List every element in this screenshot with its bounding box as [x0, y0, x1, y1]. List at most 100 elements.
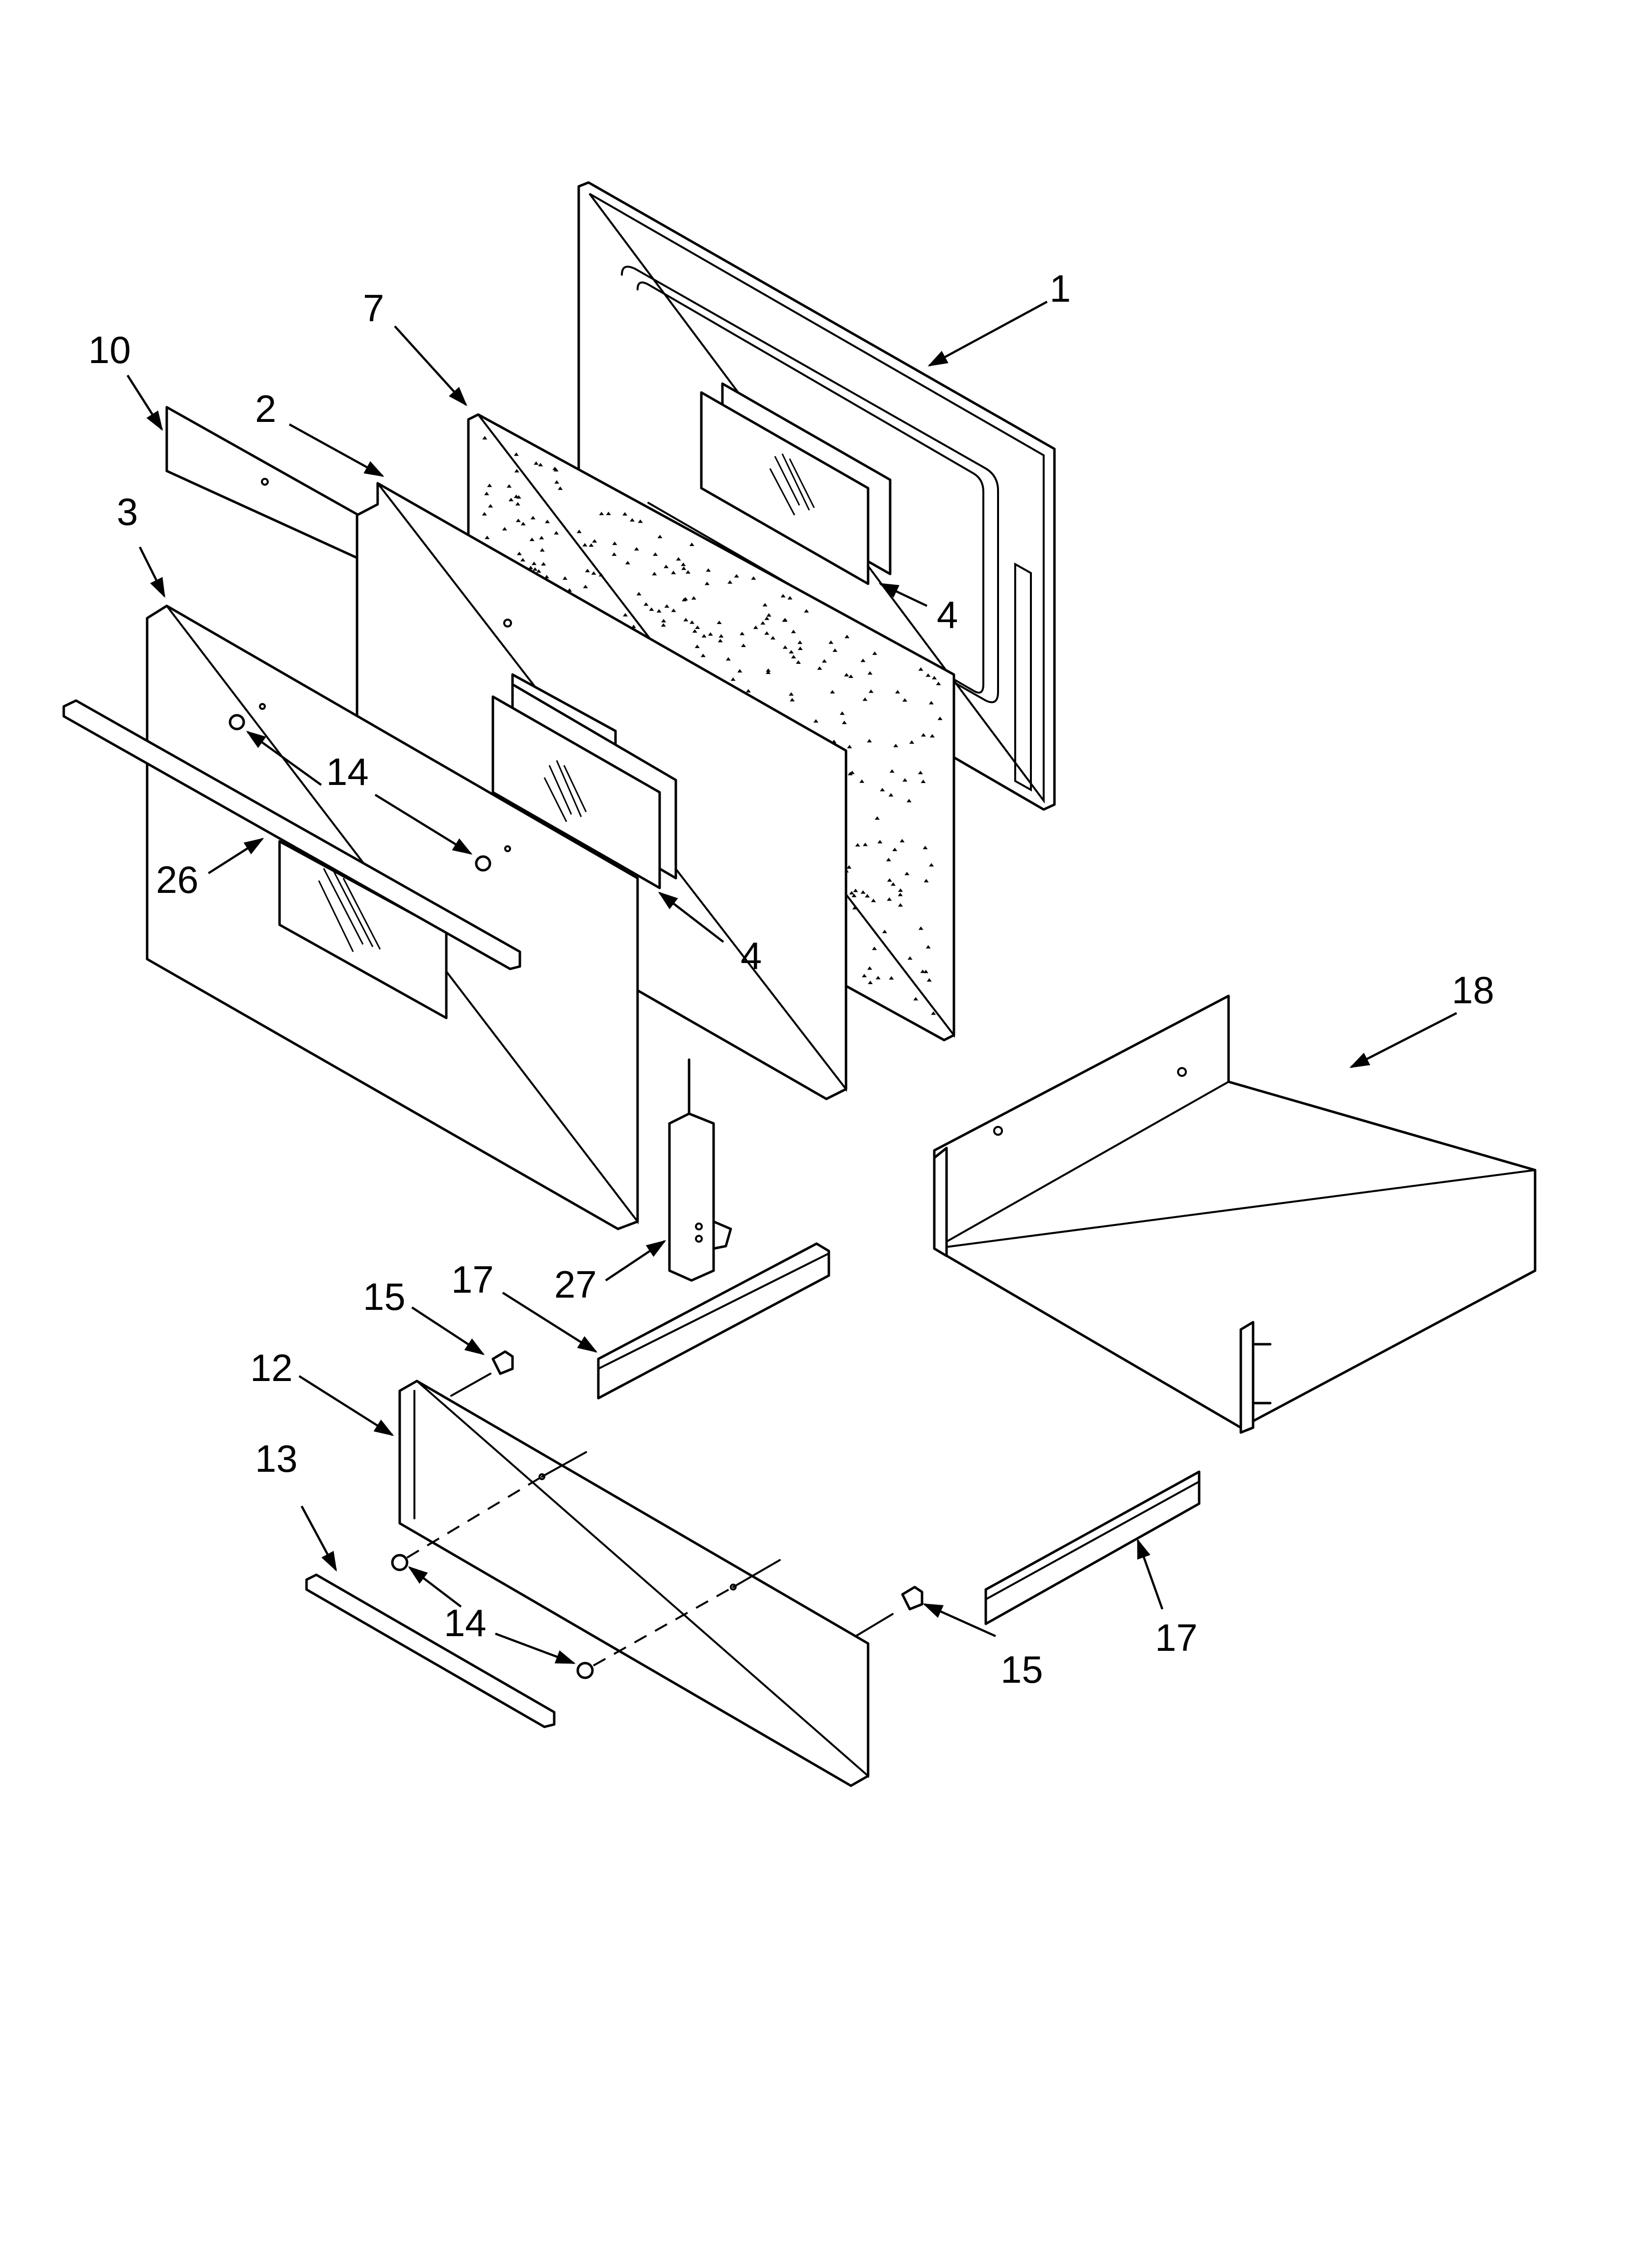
- callout-27: 27: [554, 1263, 597, 1306]
- insulation-speckle: [513, 452, 519, 456]
- insulation-speckle: [529, 537, 535, 541]
- insulation-speckle: [862, 697, 868, 701]
- callout-labels: 1 7 10 2 3 4 14 26 4 18 17 27 15 12 13 1…: [88, 267, 1494, 1691]
- insulation-speckle: [706, 568, 711, 572]
- drawer-front-mounting-screws: [491, 1350, 924, 1611]
- insulation-speckle: [585, 569, 590, 573]
- insulation-speckle: [925, 945, 931, 949]
- insulation-speckle: [582, 543, 588, 547]
- insulation-speckle: [513, 495, 519, 498]
- window-glass-lower: [491, 683, 677, 889]
- insulation-speckle: [520, 521, 526, 525]
- insulation-speckle: [488, 504, 493, 508]
- insulation-speckle: [762, 603, 768, 607]
- insulation-speckle: [860, 890, 866, 894]
- insulation-speckle: [906, 799, 912, 803]
- insulation-speckle: [656, 609, 662, 613]
- insulation-speckle: [725, 657, 731, 661]
- insulation-speckle: [545, 520, 550, 523]
- drawer-handle-screws: [391, 1554, 594, 1679]
- insulation-speckle: [918, 926, 924, 930]
- insulation-speckle: [898, 903, 903, 907]
- insulation-speckle: [676, 557, 681, 561]
- insulation-speckle: [515, 502, 520, 506]
- callout-4-lower: 4: [741, 934, 762, 977]
- insulation-speckle: [718, 639, 723, 643]
- insulation-speckle: [791, 655, 796, 659]
- insulation-speckle: [704, 581, 710, 585]
- insulation-speckle: [889, 769, 895, 773]
- insulation-speckle: [862, 974, 867, 978]
- door-hinge: [668, 1058, 732, 1282]
- insulation-speckle: [717, 620, 722, 624]
- insulation-speckle: [532, 567, 538, 571]
- insulation-speckle: [745, 689, 751, 693]
- insulation-speckle: [554, 531, 559, 535]
- insulation-speckle: [926, 978, 932, 982]
- insulation-speckle: [516, 551, 522, 555]
- callout-10: 10: [88, 328, 131, 371]
- insulation-speckle: [528, 566, 534, 570]
- callout-1: 1: [1050, 267, 1071, 310]
- insulation-speckle: [536, 569, 541, 573]
- insulation-speckle: [872, 946, 877, 950]
- drawer-body: [933, 994, 1537, 1434]
- insulation-speckle: [782, 618, 788, 622]
- insulation-speckle: [636, 592, 641, 596]
- insulation-speckle: [852, 906, 857, 910]
- insulation-speckle: [871, 898, 876, 902]
- insulation-speckle: [530, 516, 536, 520]
- insulation-speckle: [701, 634, 707, 638]
- insulation-speckle: [681, 562, 686, 566]
- insulation-speckle: [899, 839, 905, 843]
- insulation-speckle: [634, 547, 639, 551]
- insulation-speckle: [482, 436, 487, 440]
- insulation-speckle: [691, 596, 696, 600]
- insulation-speckle: [880, 787, 885, 791]
- insulation-speckle: [671, 571, 676, 574]
- insulation-speckle: [766, 668, 771, 672]
- insulation-speckle: [928, 701, 934, 704]
- insulation-speckle: [598, 573, 604, 577]
- insulation-speckle: [932, 676, 937, 679]
- callout-leaders: [127, 301, 1458, 1665]
- insulation-speckle: [612, 552, 617, 556]
- insulation-speckle: [936, 681, 941, 685]
- callout-13: 13: [255, 1437, 298, 1480]
- insulation-speckle: [502, 527, 507, 531]
- insulation-speckle: [821, 659, 827, 663]
- insulation-speckle: [734, 574, 739, 578]
- insulation-speckle: [681, 566, 687, 570]
- insulation-speckle: [886, 858, 891, 861]
- insulation-speckle: [487, 483, 492, 487]
- insulation-speckle: [482, 512, 487, 516]
- callout-15-right: 15: [1001, 1648, 1043, 1691]
- outer-door-panel: [146, 604, 639, 1230]
- insulation-speckle: [727, 580, 733, 584]
- insulation-speckle: [737, 669, 743, 673]
- callout-26: 26: [156, 858, 199, 901]
- insulation-speckle: [849, 891, 854, 895]
- insulation-speckle: [484, 492, 489, 495]
- insulation-speckle: [485, 535, 490, 539]
- insulation-speckle: [847, 745, 852, 749]
- insulation-speckle: [539, 536, 544, 540]
- callout-17-lower: 17: [1155, 1616, 1198, 1659]
- insulation-speckle: [541, 562, 546, 566]
- insulation-speckle: [868, 980, 873, 984]
- insulation-speckle: [872, 651, 877, 655]
- insulation-speckle: [563, 576, 568, 580]
- insulation-speckle: [787, 596, 793, 600]
- insulation-speckle: [937, 716, 943, 720]
- insulation-speckle: [664, 604, 669, 608]
- insulation-speckle: [690, 620, 695, 624]
- insulation-speckle: [882, 930, 887, 934]
- insulation-speckle: [708, 632, 713, 636]
- insulation-speckle: [929, 863, 934, 867]
- insulation-speckle: [782, 645, 788, 649]
- insulation-speckle: [657, 535, 663, 539]
- insulation-speckle: [859, 779, 865, 783]
- insulation-speckle: [534, 461, 539, 465]
- insulation-speckle: [790, 698, 795, 702]
- insulation-speckle: [622, 512, 628, 516]
